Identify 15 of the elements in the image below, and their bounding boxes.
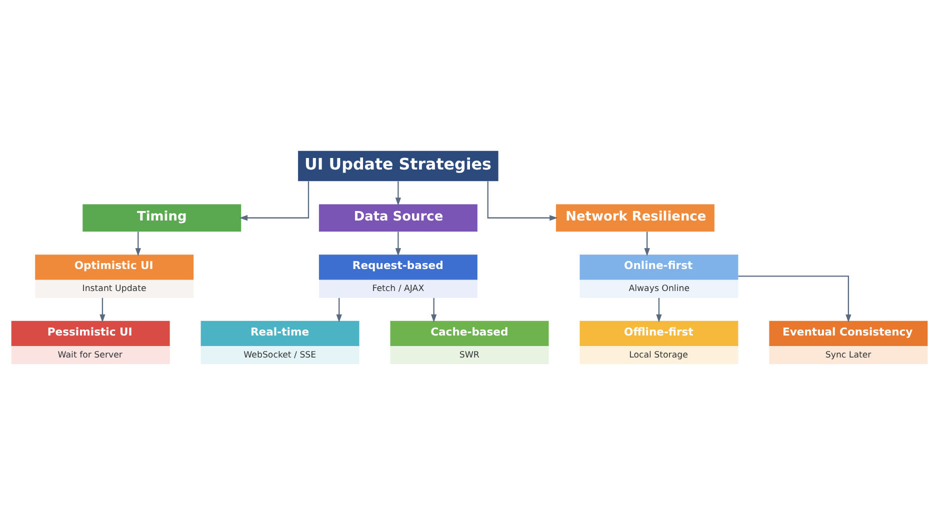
arrow	[644, 232, 650, 256]
node-box: Timing	[82, 204, 242, 232]
arrow	[487, 181, 558, 221]
node-box: UI Update Strategies	[298, 150, 498, 182]
arrow	[656, 298, 662, 322]
arrow	[431, 298, 437, 322]
arrow	[239, 181, 310, 221]
arrow	[738, 276, 852, 323]
arrow	[395, 181, 402, 206]
arrow	[135, 232, 141, 256]
arrow	[395, 232, 402, 256]
node-box: Network Resilience	[556, 204, 714, 232]
arrow	[100, 298, 106, 322]
node-box: Data Source	[318, 204, 478, 232]
arrow	[336, 298, 342, 322]
